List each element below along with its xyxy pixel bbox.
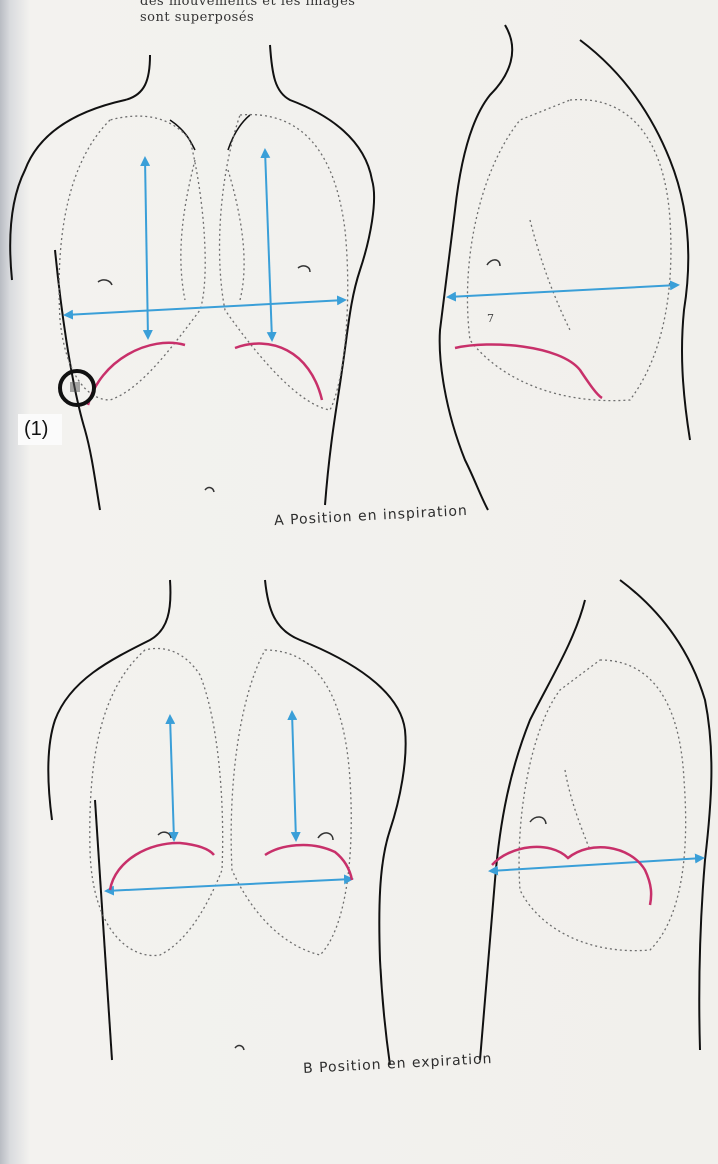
exp-navel-icon — [235, 1046, 244, 1050]
inspiration-front-diaphragm — [88, 343, 322, 405]
exp-side-horizontal-arrow — [490, 858, 703, 871]
diaphragm-right — [235, 344, 322, 400]
expiration-side-diaphragm — [492, 847, 651, 905]
inspiration-front-arrows — [65, 150, 345, 340]
horizontal-arrow — [65, 300, 345, 315]
side-back-outline — [580, 40, 690, 440]
exp-left-nipple-icon — [158, 832, 171, 838]
right-side-outline — [270, 45, 374, 505]
inspiration-side-torso — [440, 25, 690, 510]
exp-diaphragm-left — [110, 843, 214, 890]
exp-right-nipple-icon — [318, 833, 333, 840]
expiration-front-features — [158, 832, 333, 1050]
inspiration-side-diaphragm — [455, 344, 602, 398]
expiration-front-lungs — [90, 648, 351, 955]
exp-side-lung-outline — [519, 660, 686, 951]
exp-left-shoulder-outline — [48, 580, 170, 820]
inspiration-side-features — [487, 260, 500, 266]
inspiration-front-features — [98, 266, 310, 492]
left-nipple-icon — [98, 280, 112, 285]
expiration-front-torso — [48, 580, 405, 1065]
exp-vertical-arrow-left — [170, 716, 174, 840]
expiration-front-arrows — [106, 712, 352, 891]
inspiration-side-lung — [467, 100, 670, 401]
side-horizontal-arrow — [448, 285, 678, 297]
right-lung-outline — [220, 115, 348, 410]
exp-diaphragm-right — [265, 845, 352, 880]
exp-left-lung-outline — [90, 648, 223, 955]
exp-side-back-outline — [620, 580, 711, 1050]
navel-icon — [205, 488, 214, 492]
exp-side-front-outline — [480, 600, 585, 1060]
mediastinum-right — [228, 170, 244, 300]
left-shoulder-outline — [10, 55, 150, 280]
left-lung-outline — [59, 116, 205, 400]
side-heart-outline — [530, 220, 570, 330]
expiration-side-arrows — [490, 858, 703, 871]
exp-vertical-arrow-right — [292, 712, 296, 840]
exp-side-diaphragm — [492, 847, 651, 905]
expiration-side-features — [530, 817, 546, 824]
rib-number-label: 7 — [487, 312, 494, 325]
side-lung-outline — [467, 100, 670, 401]
exp-right-lung-outline — [231, 650, 351, 955]
side-diaphragm — [455, 344, 602, 398]
clavicle-left — [170, 120, 195, 150]
mediastinum-left — [181, 160, 195, 300]
vertical-arrow-right — [265, 150, 272, 340]
marker-dot-icon — [70, 382, 80, 392]
exp-side-nipple-icon — [530, 817, 546, 824]
exp-left-side-outline — [95, 800, 112, 1060]
expiration-side-lung — [519, 660, 686, 951]
right-nipple-icon — [298, 266, 310, 272]
exp-side-heart-outline — [565, 770, 590, 850]
inspiration-front-torso — [10, 45, 374, 510]
inspiration-side-arrows — [448, 285, 678, 297]
exp-horizontal-arrow — [106, 879, 352, 891]
side-nipple-icon — [487, 260, 500, 266]
marker-label: (1) — [18, 414, 62, 445]
side-front-outline — [440, 25, 513, 510]
diaphragm-left — [88, 343, 185, 405]
expiration-side-torso — [480, 580, 711, 1060]
